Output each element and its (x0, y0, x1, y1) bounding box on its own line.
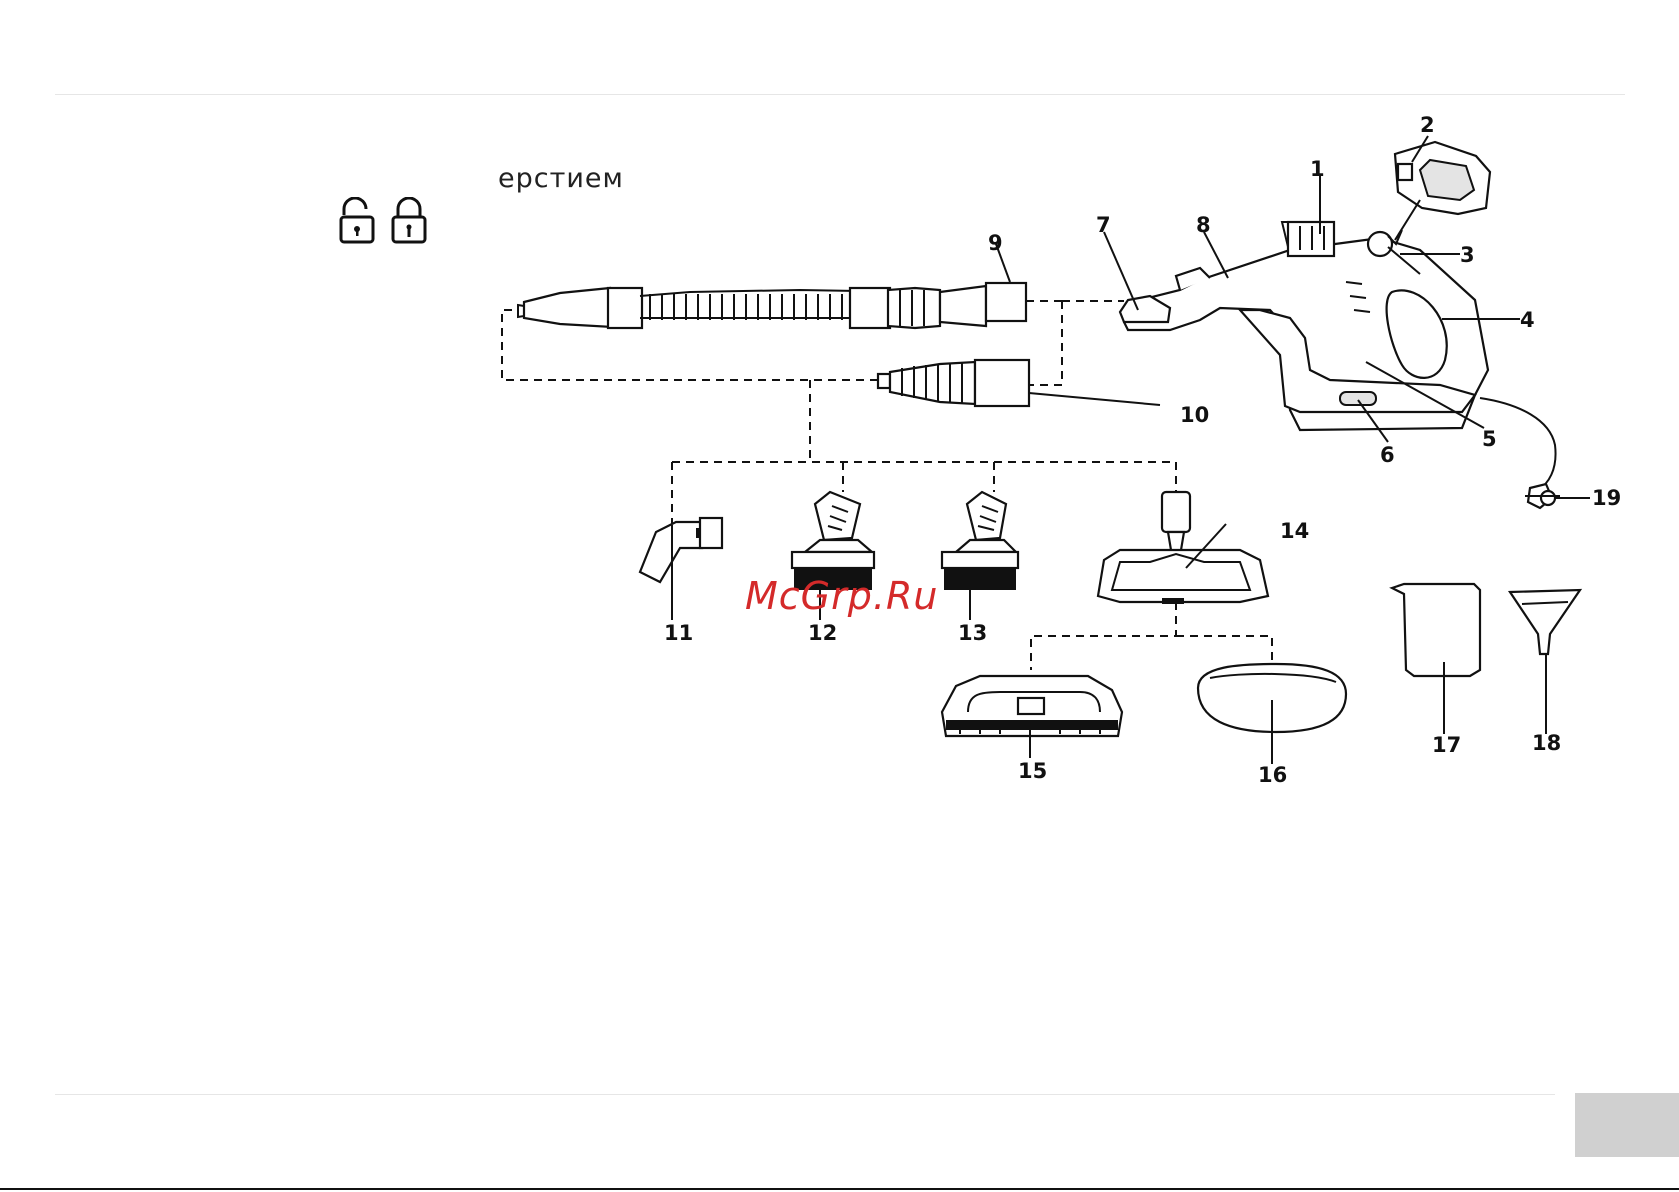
part-number-labels: 1 2 3 4 5 6 7 8 9 10 11 12 13 14 15 16 1… (664, 113, 1621, 787)
label-12: 12 (808, 621, 837, 645)
short-hose (878, 360, 1160, 406)
label-1: 1 (1310, 157, 1325, 181)
label-17: 17 (1432, 733, 1461, 757)
label-9: 9 (988, 231, 1003, 255)
water-tank-cap (1388, 142, 1490, 244)
measuring-cup (1392, 584, 1480, 676)
label-19: 19 (1592, 486, 1621, 510)
label-13: 13 (958, 621, 987, 645)
extension-hose (518, 283, 1026, 328)
label-15: 15 (1018, 759, 1047, 783)
angled-nozzle (640, 518, 722, 582)
label-16: 16 (1258, 763, 1287, 787)
label-6: 6 (1380, 443, 1395, 467)
watermark: McGrp.Ru (745, 574, 938, 618)
label-11: 11 (664, 621, 693, 645)
label-14: 14 (1280, 519, 1309, 543)
cloth-frame (942, 676, 1122, 736)
label-18: 18 (1532, 731, 1561, 755)
label-2: 2 (1420, 113, 1435, 137)
steam-cleaner-body (1120, 222, 1560, 508)
label-4: 4 (1520, 308, 1535, 332)
label-8: 8 (1196, 213, 1211, 237)
label-3: 3 (1460, 243, 1475, 267)
label-7: 7 (1096, 213, 1111, 237)
floor-cleaning-head (1098, 492, 1268, 604)
label-5: 5 (1482, 427, 1497, 451)
funnel (1510, 590, 1580, 654)
label-10: 10 (1180, 403, 1209, 427)
round-brush-small (942, 492, 1018, 590)
